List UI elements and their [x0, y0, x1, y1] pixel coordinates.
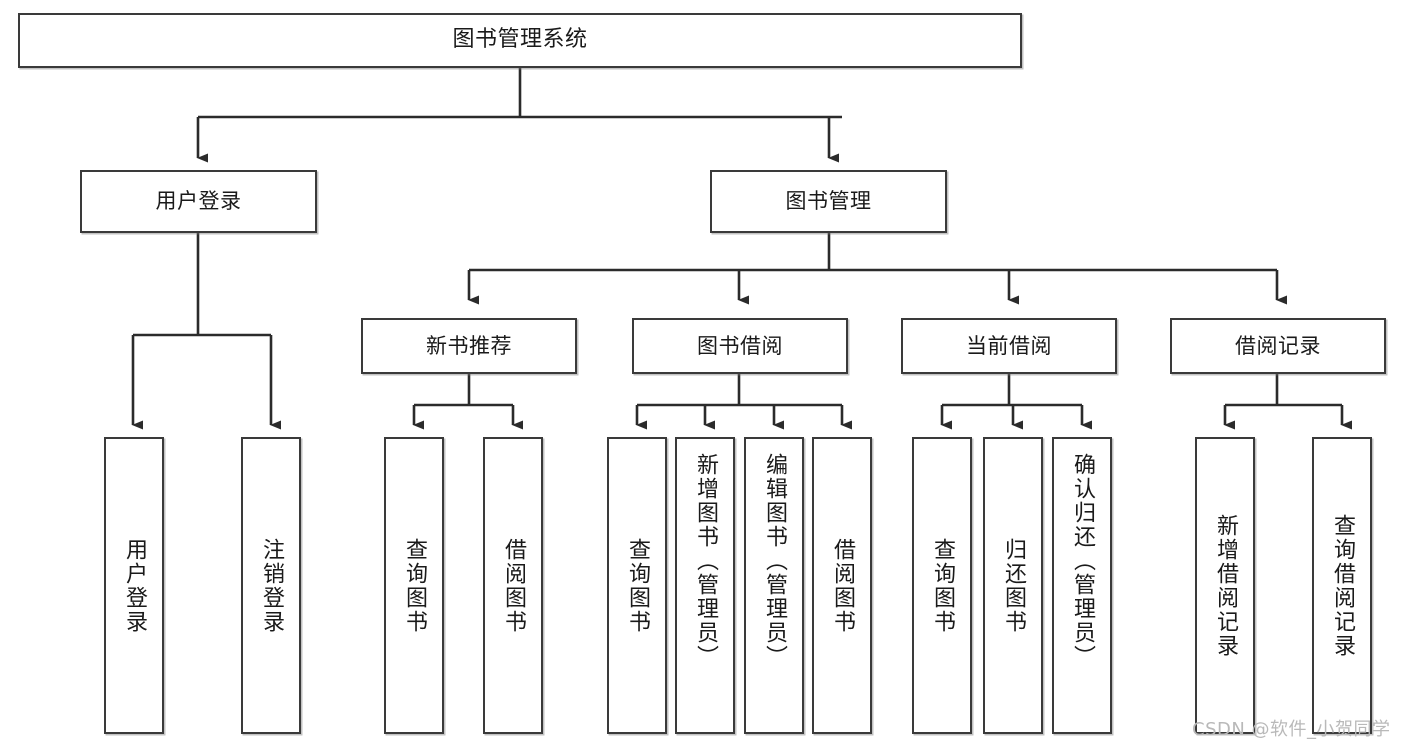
leaf-user-login-signin[interactable]: 用户登录 — [104, 437, 164, 734]
leaf-record-add-record[interactable]: 新增借阅记录 — [1195, 437, 1255, 734]
node-book-management[interactable]: 图书管理 — [710, 170, 947, 233]
node-label: 图书借阅 — [697, 333, 783, 358]
leaf-borrow-edit-book-admin[interactable]: 编辑图书（管理员） — [744, 437, 804, 734]
node-label: 图书管理系统 — [452, 27, 588, 53]
node-label: 用户登录 — [121, 537, 147, 634]
node-new-book-recommend[interactable]: 新书推荐 — [361, 318, 577, 374]
node-borrow-record[interactable]: 借阅记录 — [1170, 318, 1386, 374]
node-label: 确认归还（管理员） — [1069, 453, 1095, 669]
node-root-system[interactable]: 图书管理系统 — [18, 13, 1022, 68]
node-label: 查询借阅记录 — [1329, 513, 1355, 658]
leaf-record-query-record[interactable]: 查询借阅记录 — [1312, 437, 1372, 734]
node-label: 查询图书 — [929, 537, 955, 634]
leaf-borrow-add-book-admin[interactable]: 新增图书（管理员） — [675, 437, 735, 734]
node-label: 查询图书 — [624, 537, 650, 634]
node-label: 借阅图书 — [500, 537, 526, 634]
node-label: 图书管理 — [785, 189, 872, 214]
node-current-borrow[interactable]: 当前借阅 — [901, 318, 1117, 374]
node-label: 借阅记录 — [1235, 333, 1321, 358]
node-user-login[interactable]: 用户登录 — [80, 170, 317, 233]
node-label: 查询图书 — [401, 537, 427, 634]
node-label: 编辑图书（管理员） — [761, 453, 787, 669]
node-label: 当前借阅 — [966, 333, 1052, 358]
leaf-user-login-signout[interactable]: 注销登录 — [241, 437, 301, 734]
node-label: 用户登录 — [155, 189, 242, 214]
node-label: 借阅图书 — [829, 537, 855, 634]
leaf-recommend-query-book[interactable]: 查询图书 — [384, 437, 444, 734]
node-label: 归还图书 — [1000, 537, 1026, 634]
node-label: 新书推荐 — [426, 333, 512, 358]
csdn-watermark: CSDN @软件_小贺同学 — [1192, 719, 1391, 740]
leaf-recommend-borrow-book[interactable]: 借阅图书 — [483, 437, 543, 734]
node-label: 新增图书（管理员） — [692, 453, 718, 669]
node-label: 注销登录 — [258, 537, 284, 634]
leaf-borrow-borrow-book[interactable]: 借阅图书 — [812, 437, 872, 734]
node-book-borrow[interactable]: 图书借阅 — [632, 318, 848, 374]
leaf-current-confirm-return-admin[interactable]: 确认归还（管理员） — [1052, 437, 1112, 734]
leaf-current-query-book[interactable]: 查询图书 — [912, 437, 972, 734]
node-label: 新增借阅记录 — [1212, 513, 1238, 658]
leaf-current-return-book[interactable]: 归还图书 — [983, 437, 1043, 734]
leaf-borrow-query-book[interactable]: 查询图书 — [607, 437, 667, 734]
